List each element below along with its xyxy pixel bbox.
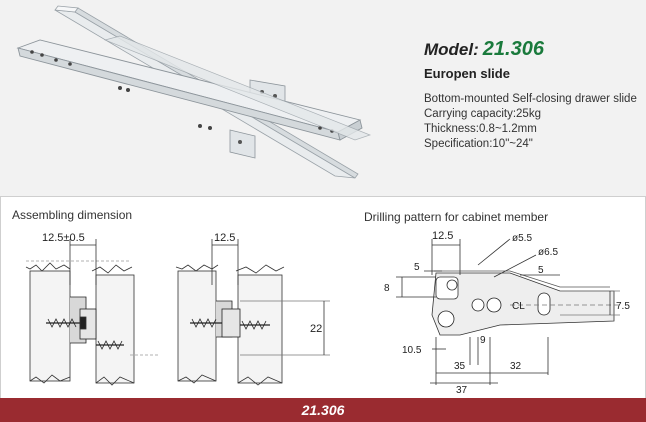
dim-hole2: ø6.5 <box>538 247 558 258</box>
model-label: Model: <box>424 40 479 59</box>
dim-8: 8 <box>384 283 390 294</box>
dim-right: 12.5 <box>214 232 235 244</box>
footer-bar <box>0 398 646 422</box>
dim-32: 32 <box>510 361 522 372</box>
dim-left: 12.5±0.5 <box>42 232 85 244</box>
model-number: 21.306 <box>482 38 544 60</box>
drilling-title: Drilling pattern for cabinet member <box>364 210 549 224</box>
spec-line: Carrying capacity:25kg <box>424 108 541 120</box>
footer-model-number: 21.306 <box>301 402 345 418</box>
dim-cl: CL <box>512 301 525 312</box>
section-divider <box>0 196 646 197</box>
dim-9: 9 <box>480 335 486 346</box>
dim-37: 37 <box>456 385 468 395</box>
dim-35: 35 <box>454 361 466 372</box>
product-name: Europen slide <box>424 66 510 81</box>
dim-5b: 5 <box>538 265 544 276</box>
model-heading: Model:21.306 <box>424 38 544 61</box>
dim-5a: 5 <box>414 262 420 273</box>
assembling-title: Assembling dimension <box>12 208 133 222</box>
spec-line: Bottom-mounted Self-closing drawer slide <box>424 93 637 105</box>
dim-75: 7.5 <box>616 301 630 312</box>
assembling-drawing: 12.5±0.5 12.5 22 <box>25 232 330 386</box>
dim-105: 10.5 <box>402 345 422 356</box>
slide-product-image <box>16 5 372 179</box>
dim-top: 12.5 <box>432 230 453 242</box>
drilling-drawing: 12.5 ø5.5 ø6.5 5 5 8 7.5 CL 10.5 9 35 32… <box>384 230 630 395</box>
dim-height: 22 <box>310 323 322 335</box>
dim-hole1: ø5.5 <box>512 233 532 244</box>
spec-line: Thickness:0.8~1.2mm <box>424 123 537 135</box>
spec-line: Specification:10"~24" <box>424 138 533 150</box>
